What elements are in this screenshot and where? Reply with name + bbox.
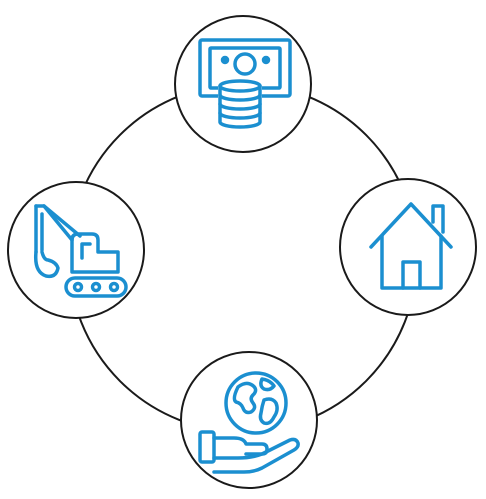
node-top: [174, 15, 312, 153]
excavator-icon: [33, 204, 128, 298]
globe-in-hand-icon: [198, 371, 300, 474]
node-bottom: [180, 351, 318, 489]
house-icon: [369, 202, 453, 290]
money-coins-icon: [198, 38, 292, 129]
node-right: [339, 178, 477, 316]
node-left: [7, 181, 145, 319]
node-right-circle: [339, 178, 477, 316]
